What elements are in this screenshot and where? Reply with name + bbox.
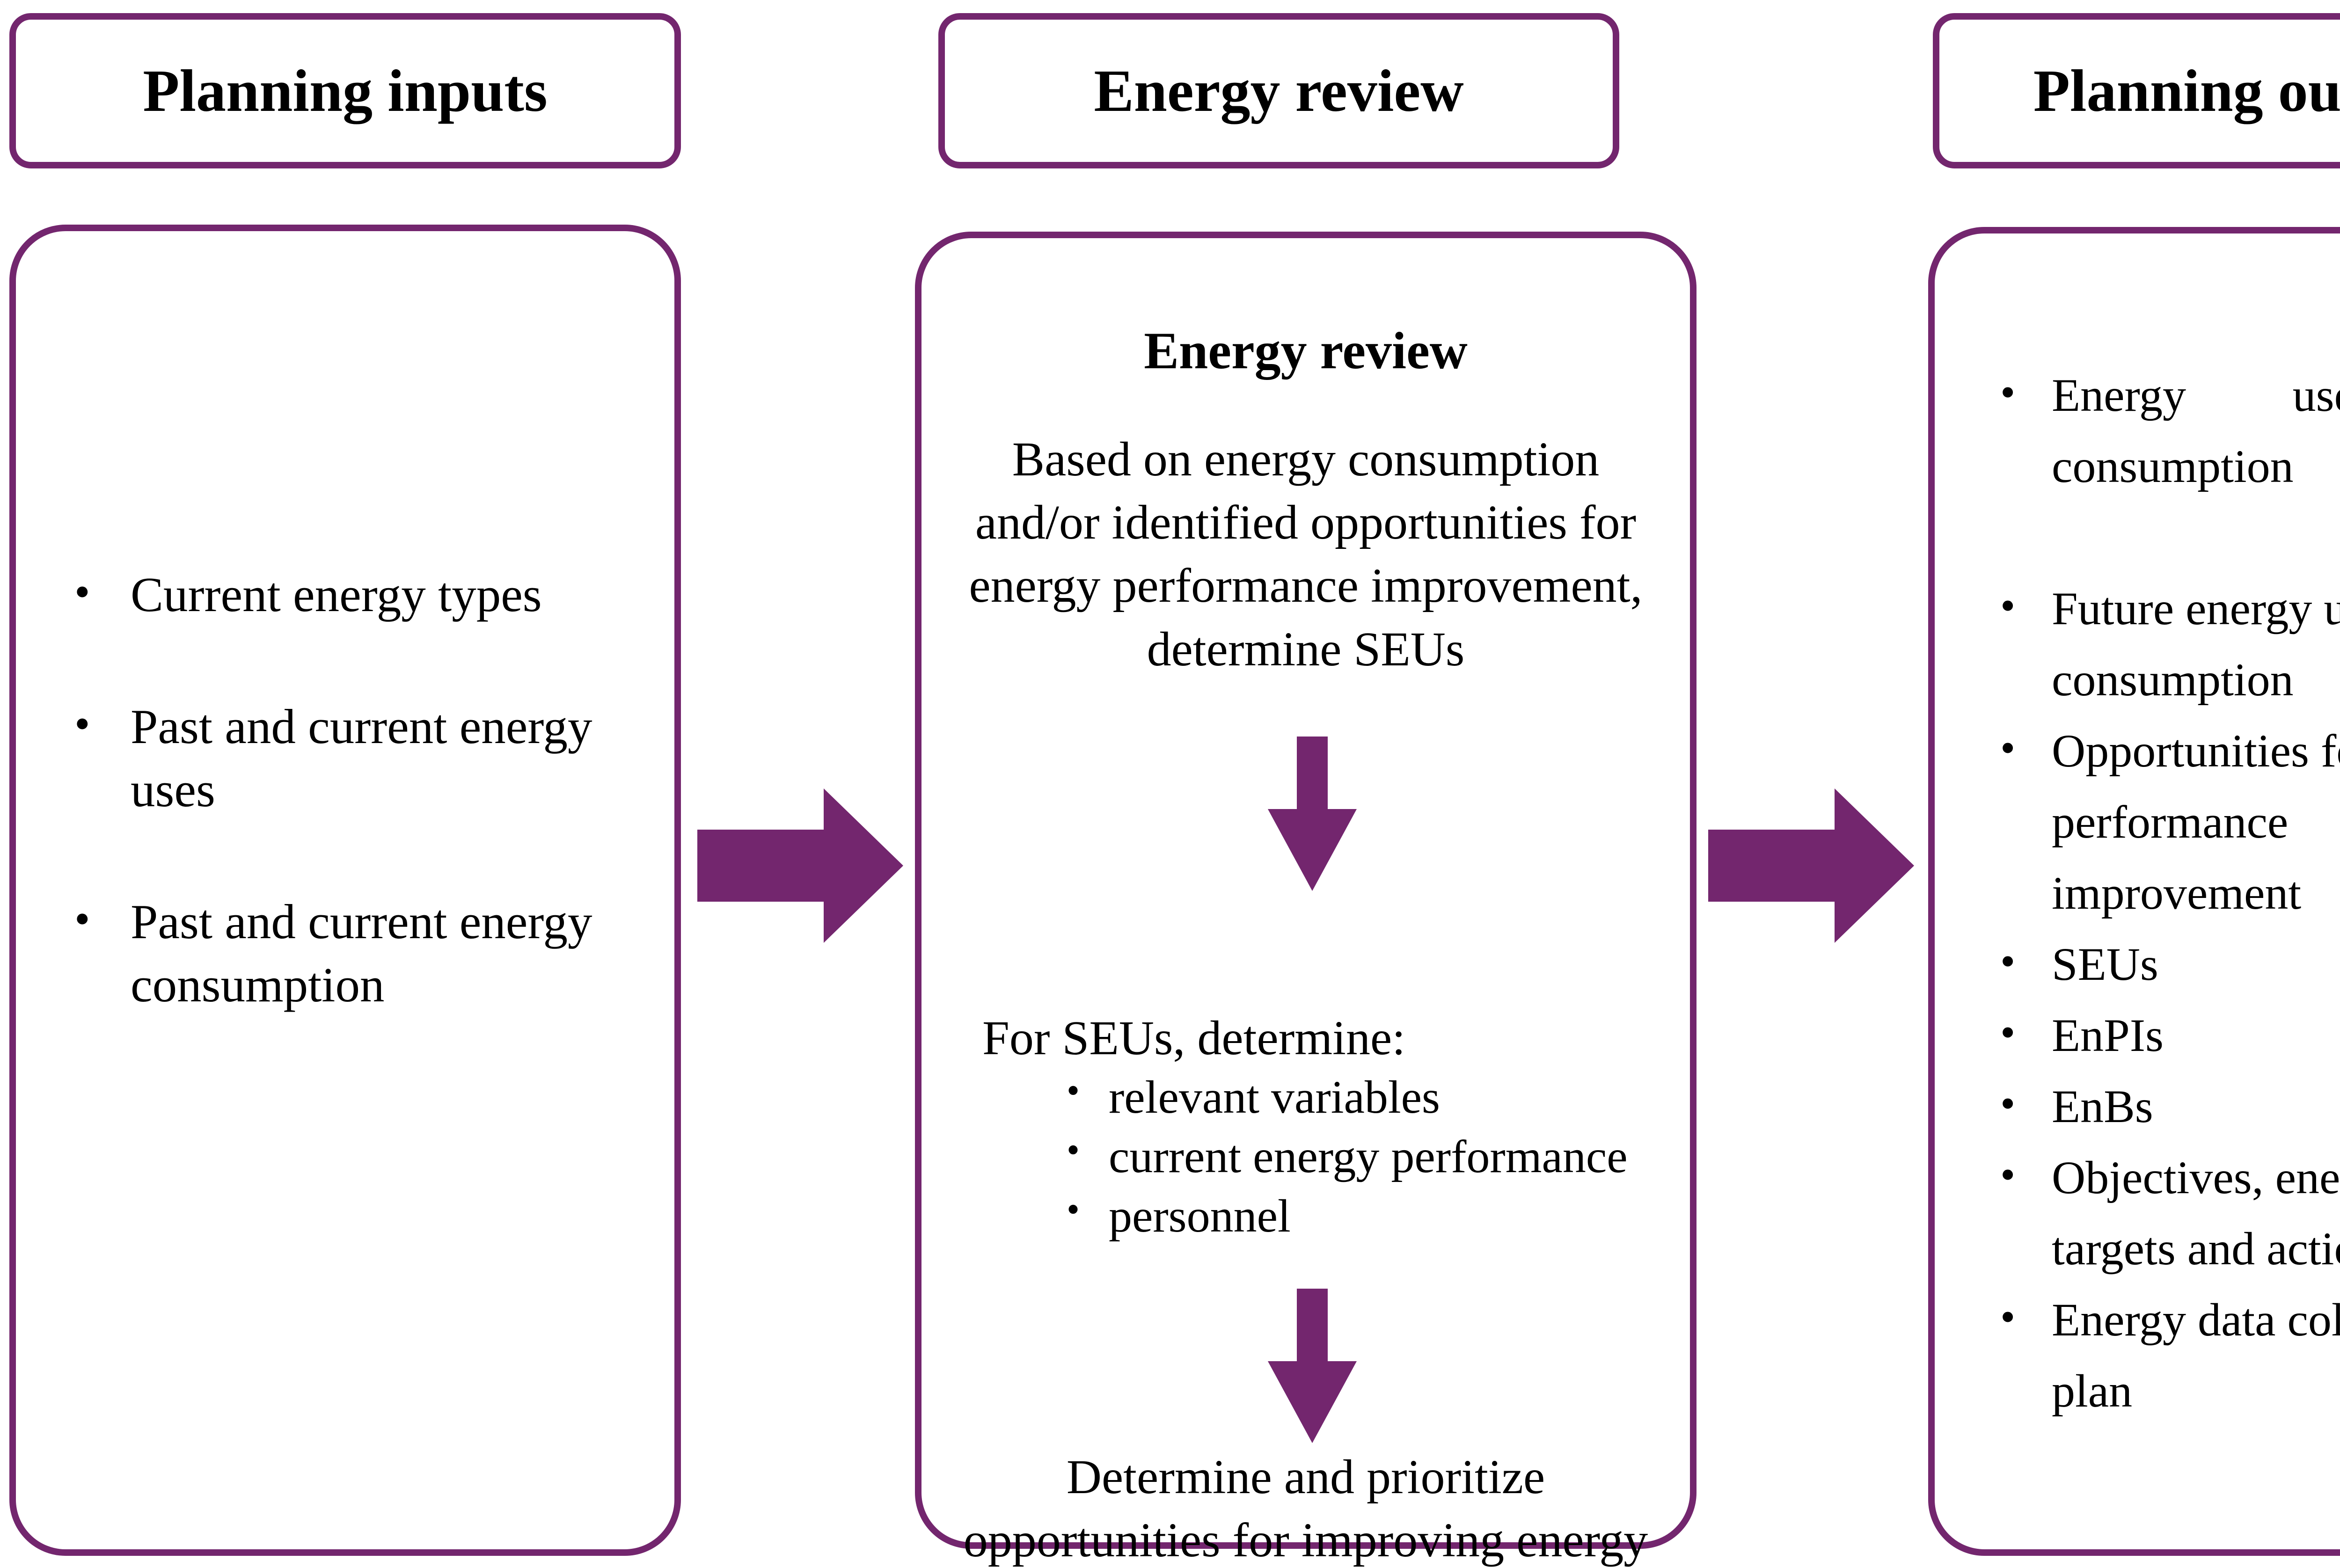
list-item: EnPIs [2000,1000,2340,1071]
right-arrow-icon-2 [1708,788,1914,943]
list-item: current energy performance [1067,1127,1628,1186]
list-item: EnBs [2000,1071,2340,1142]
list-item: Current energy types [74,563,627,626]
list-item: Opportunities for energy performance imp… [2000,715,2340,929]
right-arrow-icon-1 [697,788,903,943]
list-item: Objectives, energy targets and action pl… [2000,1142,2340,1284]
header-box-energy-review: Energy review [938,13,1619,168]
energy-review-step-1-text: Based on energy consumption and/or ident… [969,432,1643,676]
list-item: relevant variables [1067,1067,1628,1127]
down-arrow-icon-1 [1268,737,1357,891]
energy-review-step-3-text: Determine and prioritize opportunities f… [963,1450,1648,1568]
energy-review-step-2-label: For SEUs, determine: [982,1011,1406,1065]
panel-energy-review: Energy review Based on energy consumptio… [915,232,1696,1567]
list-item: Energy data collection plan [2000,1284,2340,1427]
energy-review-step-2-list: relevant variables current energy perfor… [1067,1067,1628,1246]
list-item: personnel [1067,1186,1628,1246]
header-title-planning-outputs: Planning outputs [2033,57,2340,124]
header-title-planning-inputs: Planning inputs [143,57,548,124]
panel-planning-inputs: Current energy types Past and current en… [9,225,681,1556]
list-item: Future energy use and consumption [2000,573,2340,715]
list-item: Past and current energy consumption [74,890,627,1016]
energy-review-heading: Energy review [1144,322,1468,380]
planning-inputs-bullet-list: Current energy types Past and current en… [74,563,627,1086]
header-box-planning-outputs: Planning outputs [1933,13,2340,168]
list-item: SEUs [2000,929,2340,1000]
down-arrow-icon-2 [1268,1289,1357,1443]
list-item: Energy use and consumption trends [2000,360,2340,573]
planning-outputs-bullet-list: Energy use and consumption trends Future… [2000,360,2340,1427]
list-item: Past and current energy uses [74,695,627,821]
header-box-planning-inputs: Planning inputs [9,13,681,168]
header-title-energy-review: Energy review [1094,57,1464,124]
panel-planning-outputs: Energy use and consumption trends Future… [1928,227,2340,1556]
